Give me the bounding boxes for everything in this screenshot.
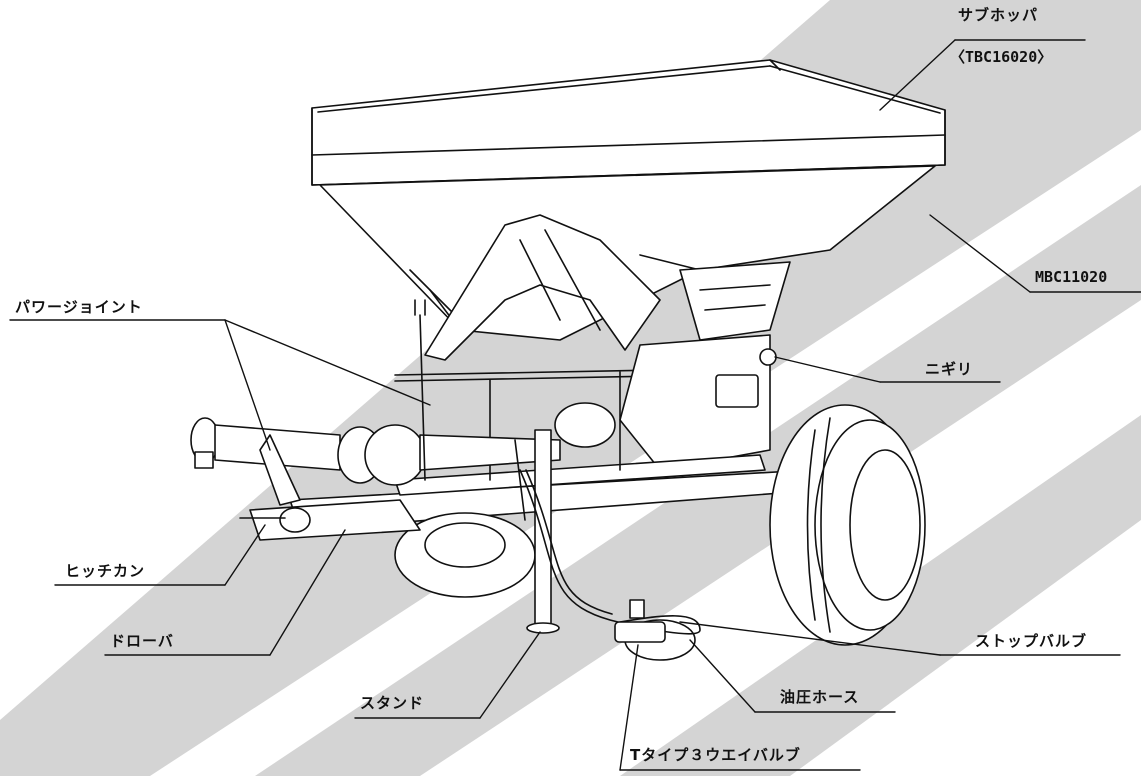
machine-drawing — [9, 39, 1141, 771]
main-frame — [289, 371, 821, 531]
left-wheel — [394, 512, 536, 598]
leader-power-joint-a — [224, 319, 271, 451]
drawbar — [239, 499, 421, 541]
leader-stop-valve — [679, 621, 941, 656]
hydraulic-hose — [519, 469, 701, 661]
leader-stand — [479, 631, 541, 719]
stand — [514, 429, 560, 634]
label-sub-hopper-code: 〈TBC16020〉 — [950, 48, 1053, 66]
leader-hose — [689, 639, 756, 713]
label-hydraulic-hose: 油圧ホース — [780, 688, 860, 706]
leader-power-joint-b — [224, 319, 431, 406]
gearbox — [619, 334, 777, 471]
leader-sub-hopper — [879, 39, 956, 111]
leader-drawbar — [269, 529, 346, 656]
leader-main-code — [929, 214, 1031, 293]
label-hitch: ヒッチカン — [65, 562, 146, 580]
label-main-code: MBC11020 — [1035, 268, 1108, 286]
leader-hitch — [224, 524, 266, 586]
label-stand: スタンド — [360, 694, 425, 712]
power-joint-shaft — [190, 402, 616, 506]
label-t-valve: Tタイプ３ウエイバルブ — [630, 746, 801, 764]
frame — [394, 214, 791, 382]
right-wheel — [769, 404, 926, 646]
label-drawbar: ドローバ — [110, 632, 174, 650]
label-power-joint: パワージョイント — [15, 298, 143, 316]
leader-lines — [9, 39, 1141, 771]
label-sub-hopper: サブホッパ — [958, 6, 1039, 24]
leader-grip — [774, 356, 881, 383]
label-grip: ニギリ — [925, 360, 974, 378]
leader-t-valve — [619, 644, 639, 771]
label-stop-valve: ストップバルブ — [975, 632, 1088, 650]
grip-lever — [414, 299, 426, 481]
